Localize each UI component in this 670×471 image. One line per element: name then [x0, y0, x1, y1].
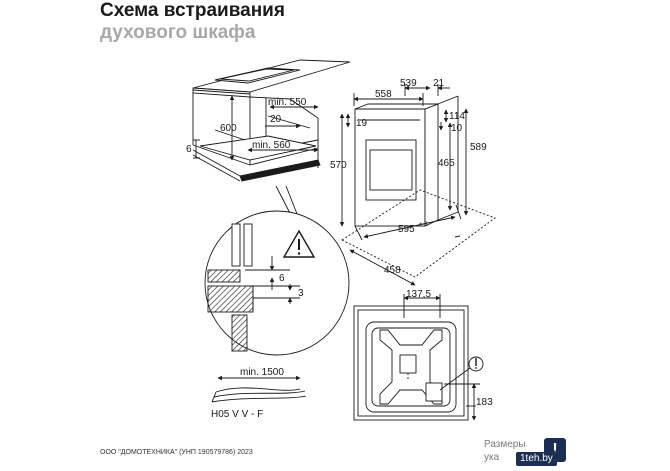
label-19: 19: [356, 118, 368, 129]
label-detail-6: 6: [279, 273, 285, 284]
label-595: 595: [398, 224, 415, 235]
label-589: 589: [470, 142, 487, 153]
label-539: 539: [400, 78, 417, 89]
label-detail-3: 3: [298, 288, 304, 299]
label-595-tolerance: +-1: [419, 222, 429, 228]
label-570: 570: [330, 160, 347, 171]
page-title: Схема встраивания духового шкафа: [100, 0, 285, 44]
label-10: 10: [451, 123, 463, 134]
title-line-1: Схема встраивания: [100, 0, 285, 21]
label-465: 465: [438, 158, 455, 169]
cable-drawing: [211, 375, 307, 403]
oven-drawing: [354, 95, 459, 227]
label-cable-type: H05 V V - F: [211, 409, 263, 420]
detail-circle: [204, 185, 350, 356]
oven-rear-view: [353, 294, 484, 421]
niche-dimension-lines: [193, 95, 319, 161]
oven-dimension-lines: [339, 84, 496, 286]
label-183: 183: [476, 397, 493, 408]
dimension-labels: min. 550 600 6 20 min. 560 558 539 21 19…: [186, 78, 493, 420]
label-114: 114: [449, 111, 465, 122]
badge-caption: Размеры ука: [484, 438, 526, 464]
label-20: 20: [270, 114, 282, 125]
label-min-560: min. 560: [252, 140, 291, 151]
label-458: 458: [384, 265, 401, 276]
label-min-550: min. 550: [268, 97, 307, 108]
badge-line-2: ука: [484, 452, 500, 463]
label-558: 558: [375, 89, 392, 100]
label-cable-min: min. 1500: [240, 367, 284, 378]
label-137-5: 137,5: [406, 289, 431, 300]
site-logo[interactable]: 1teh.by: [516, 452, 557, 466]
badge-line-1: Размеры: [484, 439, 526, 450]
footer-copyright: ООО "ДОМОТЕХНИКА" (УНП 190579786) 2023: [100, 449, 253, 456]
label-600: 600: [220, 123, 237, 134]
warning-icon: [282, 229, 316, 258]
label-6-left: 6: [186, 144, 192, 155]
title-line-2: духового шкафа: [100, 22, 256, 43]
label-21: 21: [433, 78, 445, 89]
